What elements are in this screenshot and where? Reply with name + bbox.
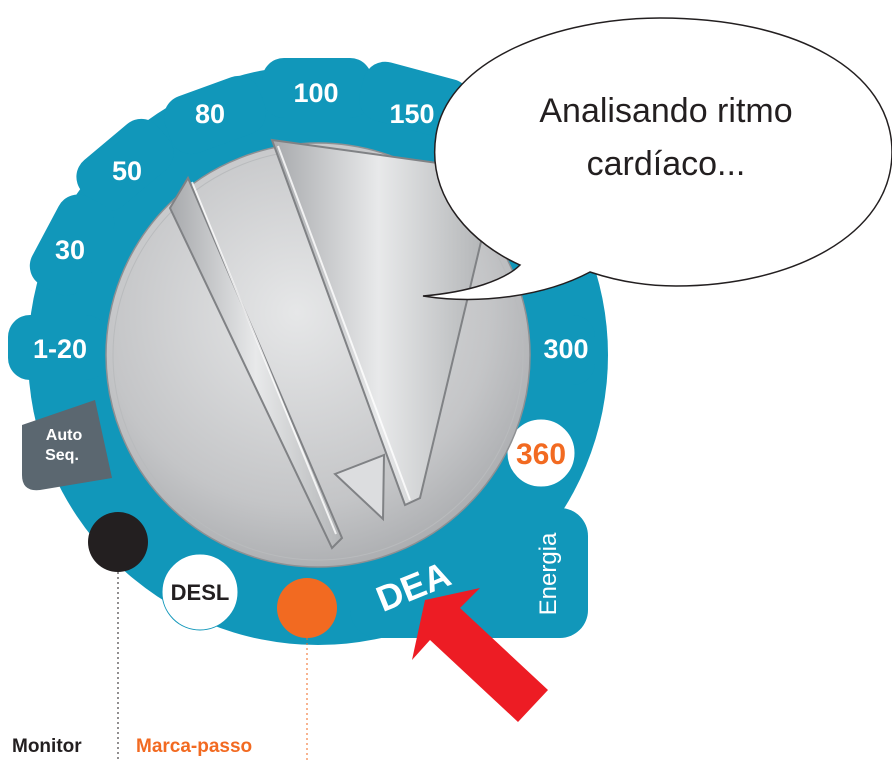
- auto-seq-label-line2: Seq.: [45, 447, 79, 464]
- monitor-position-dot[interactable]: [88, 512, 148, 572]
- triangle-indicator-icon: [333, 453, 386, 522]
- energy-setting-50[interactable]: 50: [112, 156, 142, 186]
- knob-grip-ridge-left: [168, 175, 344, 550]
- energy-setting-360[interactable]: 360: [506, 418, 576, 488]
- energy-scale: 1-20 30 50 80 100 150 300: [33, 78, 589, 364]
- auto-seq-label-line1: Auto: [46, 427, 83, 444]
- auto-seq-tab[interactable]: Auto Seq.: [22, 400, 112, 491]
- off-setting[interactable]: DESL: [161, 553, 239, 631]
- energy-setting-100[interactable]: 100: [293, 78, 338, 108]
- energy-tab-label: Energia: [535, 532, 562, 615]
- energy-setting-30[interactable]: 30: [55, 235, 85, 265]
- off-label: DESL: [171, 580, 230, 605]
- energy-360-label: 360: [516, 438, 566, 471]
- energy-setting-150[interactable]: 150: [389, 99, 434, 129]
- energy-setting-1-20[interactable]: 1-20: [33, 334, 87, 364]
- energy-setting-80[interactable]: 80: [195, 99, 225, 129]
- speech-bubble-line2: cardíaco...: [587, 145, 746, 183]
- red-arrow-icon: [412, 588, 548, 722]
- speech-bubble-line1: Analisando ritmo: [539, 92, 792, 130]
- speech-bubble: Analisando ritmo cardíaco...: [422, 17, 892, 301]
- selector-knob[interactable]: [105, 138, 531, 568]
- pacemaker-label: Marca-passo: [136, 736, 252, 757]
- energy-setting-300[interactable]: 300: [543, 334, 588, 364]
- pacemaker-position-dot[interactable]: [277, 578, 337, 638]
- monitor-label: Monitor: [12, 736, 82, 757]
- knob-grip-ridge-right: [270, 138, 487, 507]
